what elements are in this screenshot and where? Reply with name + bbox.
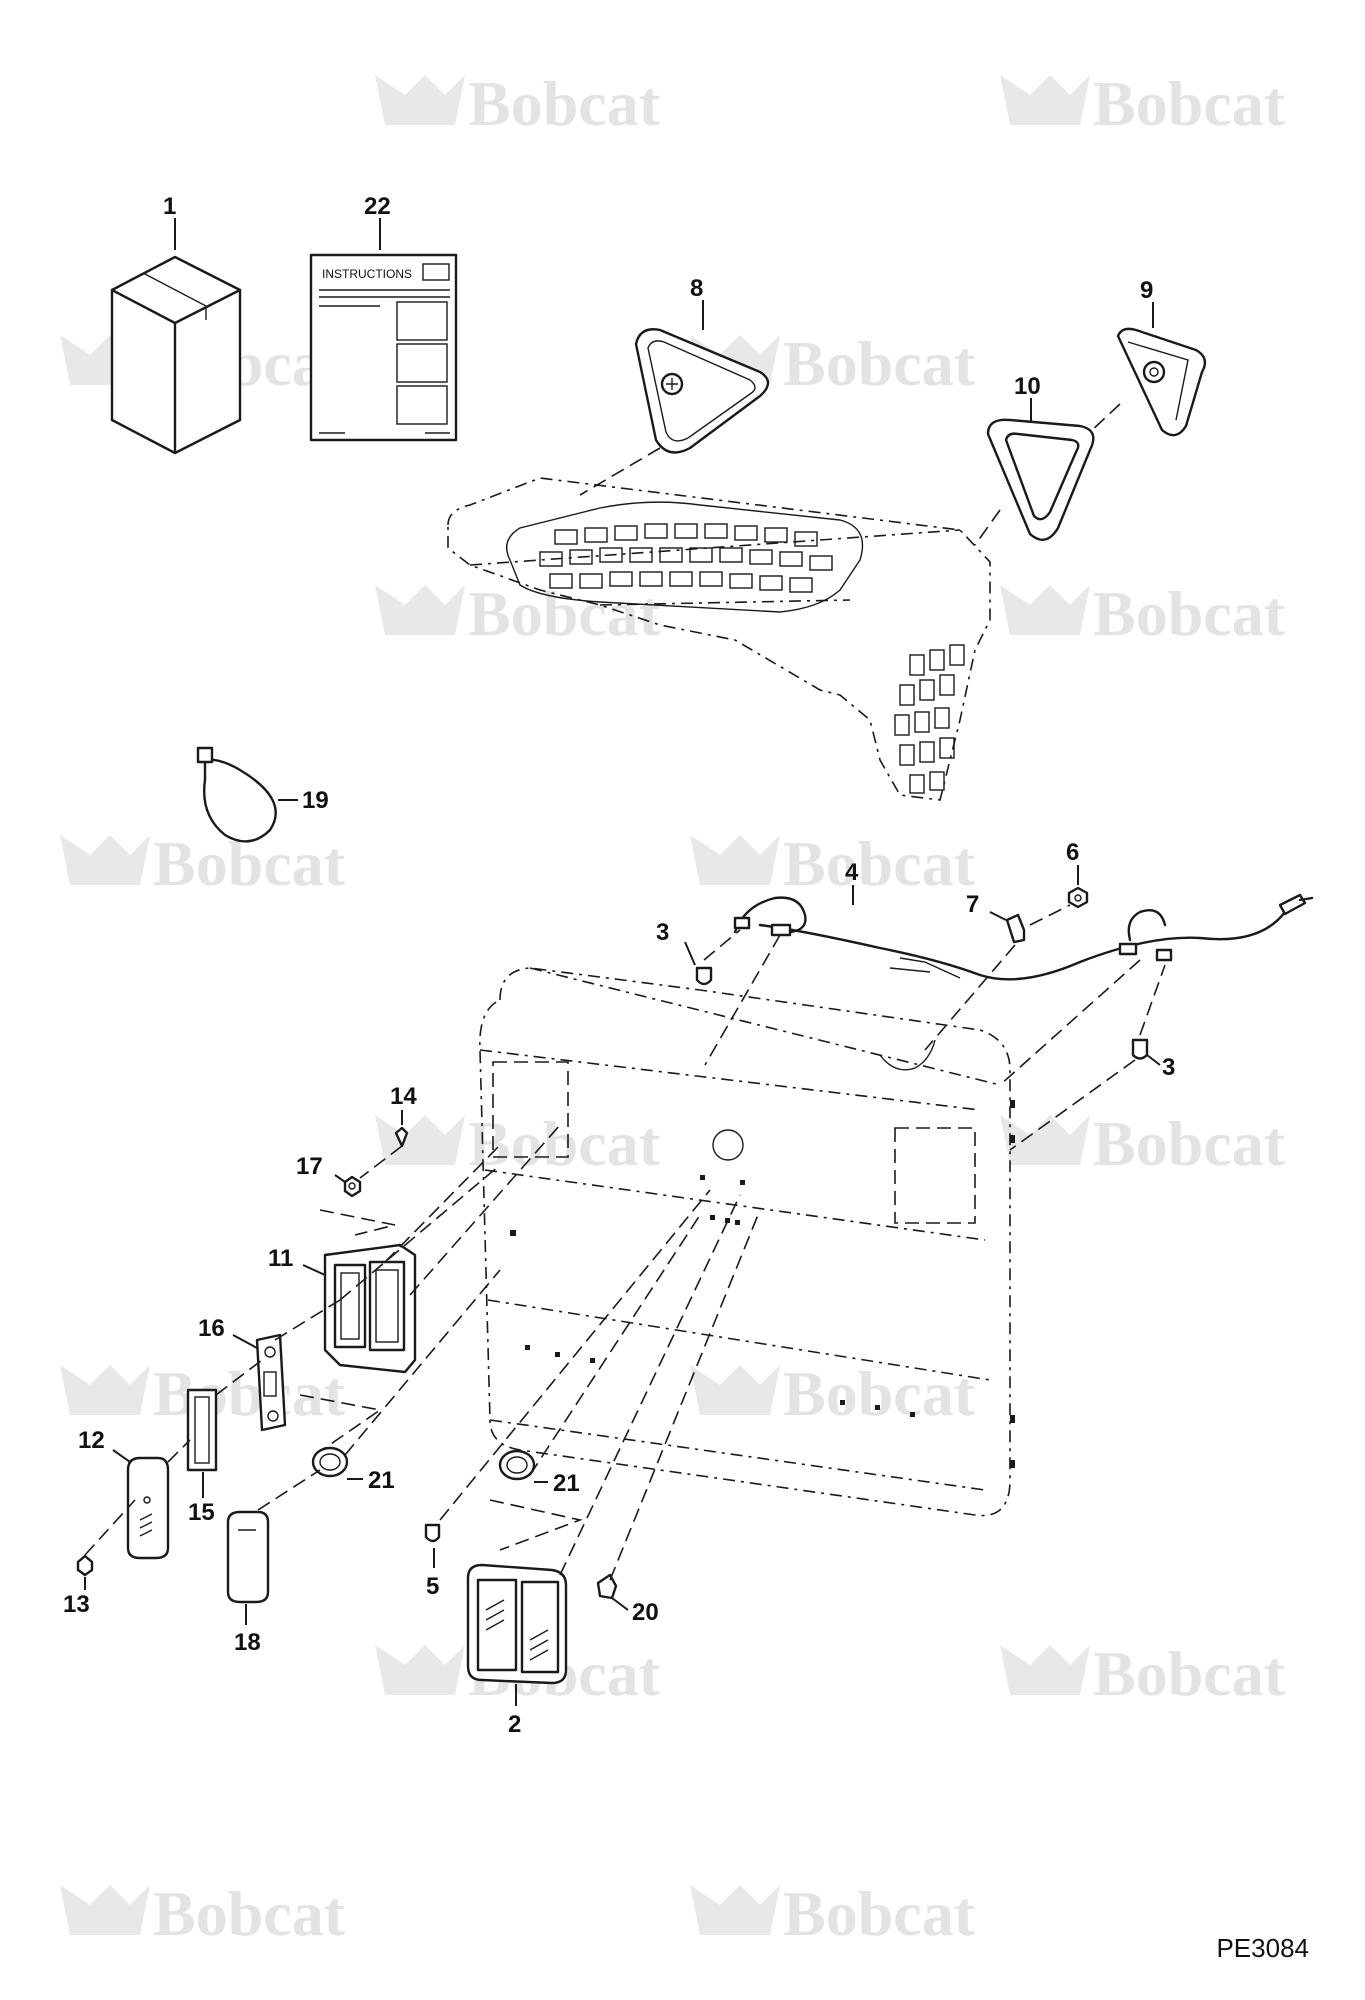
assembly-lines-upper (579, 403, 1121, 546)
watermark-text: Bobcat (783, 1358, 976, 1429)
callout-19: 19 (302, 787, 329, 814)
watermark-text: Bobcat (468, 578, 661, 649)
callout-12: 12 (78, 1427, 105, 1454)
part-3-bulb-right (1131, 964, 1166, 1060)
callout-3-right: 3 (1162, 1054, 1175, 1081)
part-5-bulb (424, 1523, 441, 1543)
watermark-text: Bobcat (783, 328, 976, 399)
callout-13: 13 (63, 1591, 90, 1618)
callout-8: 8 (690, 275, 703, 302)
watermark-text: Bobcat (1093, 68, 1286, 139)
bobcat-logo-watermark-icon (690, 835, 780, 885)
callout-10: 10 (1014, 373, 1041, 400)
watermark-text: Bobcat (783, 1878, 976, 1949)
bobcat-logo-watermark-icon (375, 1645, 465, 1695)
part-6-nut (1067, 886, 1089, 909)
callout-3-left: 3 (656, 919, 669, 946)
callout-4: 4 (845, 859, 859, 886)
part-21-grommet-right (498, 1449, 536, 1481)
watermark-layer: Bobcat Bobcat Bobcat Bobcat Bobcat Bobca… (60, 68, 1286, 1949)
bobcat-logo-watermark-icon (1000, 75, 1090, 125)
bobcat-logo-watermark-icon (690, 1365, 780, 1415)
drawing-code: PE3084 (1216, 1933, 1309, 1963)
part-17-nut (343, 1175, 362, 1198)
part-9-corner-cover (1116, 327, 1207, 437)
callout-7: 7 (966, 891, 979, 918)
callout-22: 22 (364, 193, 391, 220)
part-19-cable-tie (196, 746, 277, 843)
part-3-bulb-left (695, 929, 741, 986)
bobcat-logo-watermark-icon (1000, 1115, 1090, 1165)
bobcat-logo-watermark-icon (690, 1885, 780, 1935)
callout-9: 9 (1140, 277, 1153, 304)
callout-numbers: 1 22 8 9 10 19 4 6 7 3 3 14 17 11 16 12 … (63, 193, 1175, 1738)
watermark-text: Bobcat (153, 1878, 346, 1949)
watermark-text: Bobcat (1093, 1638, 1286, 1709)
bobcat-logo-watermark-icon (1000, 585, 1090, 635)
part-12-switch (126, 1456, 170, 1560)
part-21-grommet-left (311, 1446, 349, 1478)
callout-14: 14 (390, 1083, 417, 1110)
watermark-text: Bobcat (1093, 1108, 1286, 1179)
callout-20: 20 (632, 1599, 659, 1626)
bobcat-logo-watermark-icon (375, 1115, 465, 1165)
part-20-clip (596, 1573, 618, 1600)
callout-17: 17 (296, 1153, 323, 1180)
upper-cab-roof (447, 477, 991, 801)
part-10-triangle-gasket (986, 418, 1095, 541)
callout-18: 18 (234, 1629, 261, 1656)
callout-leaders (84, 218, 1161, 1706)
part-2-switch-panel (466, 1563, 568, 1685)
part-18-cap (226, 1510, 270, 1604)
watermark-text: Bobcat (783, 828, 976, 899)
part-13-screw (76, 1554, 94, 1577)
bobcat-logo-watermark-icon (60, 1885, 150, 1935)
part-4-wiring-harness (733, 893, 1314, 981)
callout-6: 6 (1066, 839, 1079, 866)
bobcat-logo-watermark-icon (1000, 1645, 1090, 1695)
bobcat-logo-watermark-icon (375, 585, 465, 635)
callout-21-left: 21 (368, 1467, 395, 1494)
callout-1: 1 (163, 193, 176, 220)
callout-16: 16 (198, 1315, 225, 1342)
part-1-package-box (110, 255, 242, 455)
part-8-corner-light (634, 328, 770, 454)
part-22-instructions-sheet: INSTRUCTIONS (309, 253, 458, 442)
bobcat-logo-watermark-icon (60, 835, 150, 885)
watermark-text: Bobcat (468, 1108, 661, 1179)
instructions-label: INSTRUCTIONS (322, 267, 412, 281)
part-7-clip (1005, 904, 1071, 944)
callout-11: 11 (268, 1245, 293, 1272)
callout-5: 5 (426, 1573, 439, 1600)
assembly-lines-harness (704, 934, 1141, 1151)
assembly-lines-lower (84, 1124, 761, 1581)
part-11-switch-bezel (323, 1243, 417, 1374)
part-16-mounting-plate (255, 1333, 287, 1432)
watermark-text: Bobcat (468, 68, 661, 139)
watermark-text: Bobcat (153, 1358, 346, 1429)
bobcat-logo-watermark-icon (375, 75, 465, 125)
part-14-screw (394, 1126, 409, 1148)
watermark-text: Bobcat (1093, 578, 1286, 649)
callout-15: 15 (188, 1499, 215, 1526)
bobcat-logo-watermark-icon (60, 1365, 150, 1415)
callout-2: 2 (508, 1711, 521, 1738)
part-15-gasket (186, 1388, 218, 1472)
callout-21-right: 21 (553, 1470, 580, 1497)
watermark-text: Bobcat (153, 828, 346, 899)
